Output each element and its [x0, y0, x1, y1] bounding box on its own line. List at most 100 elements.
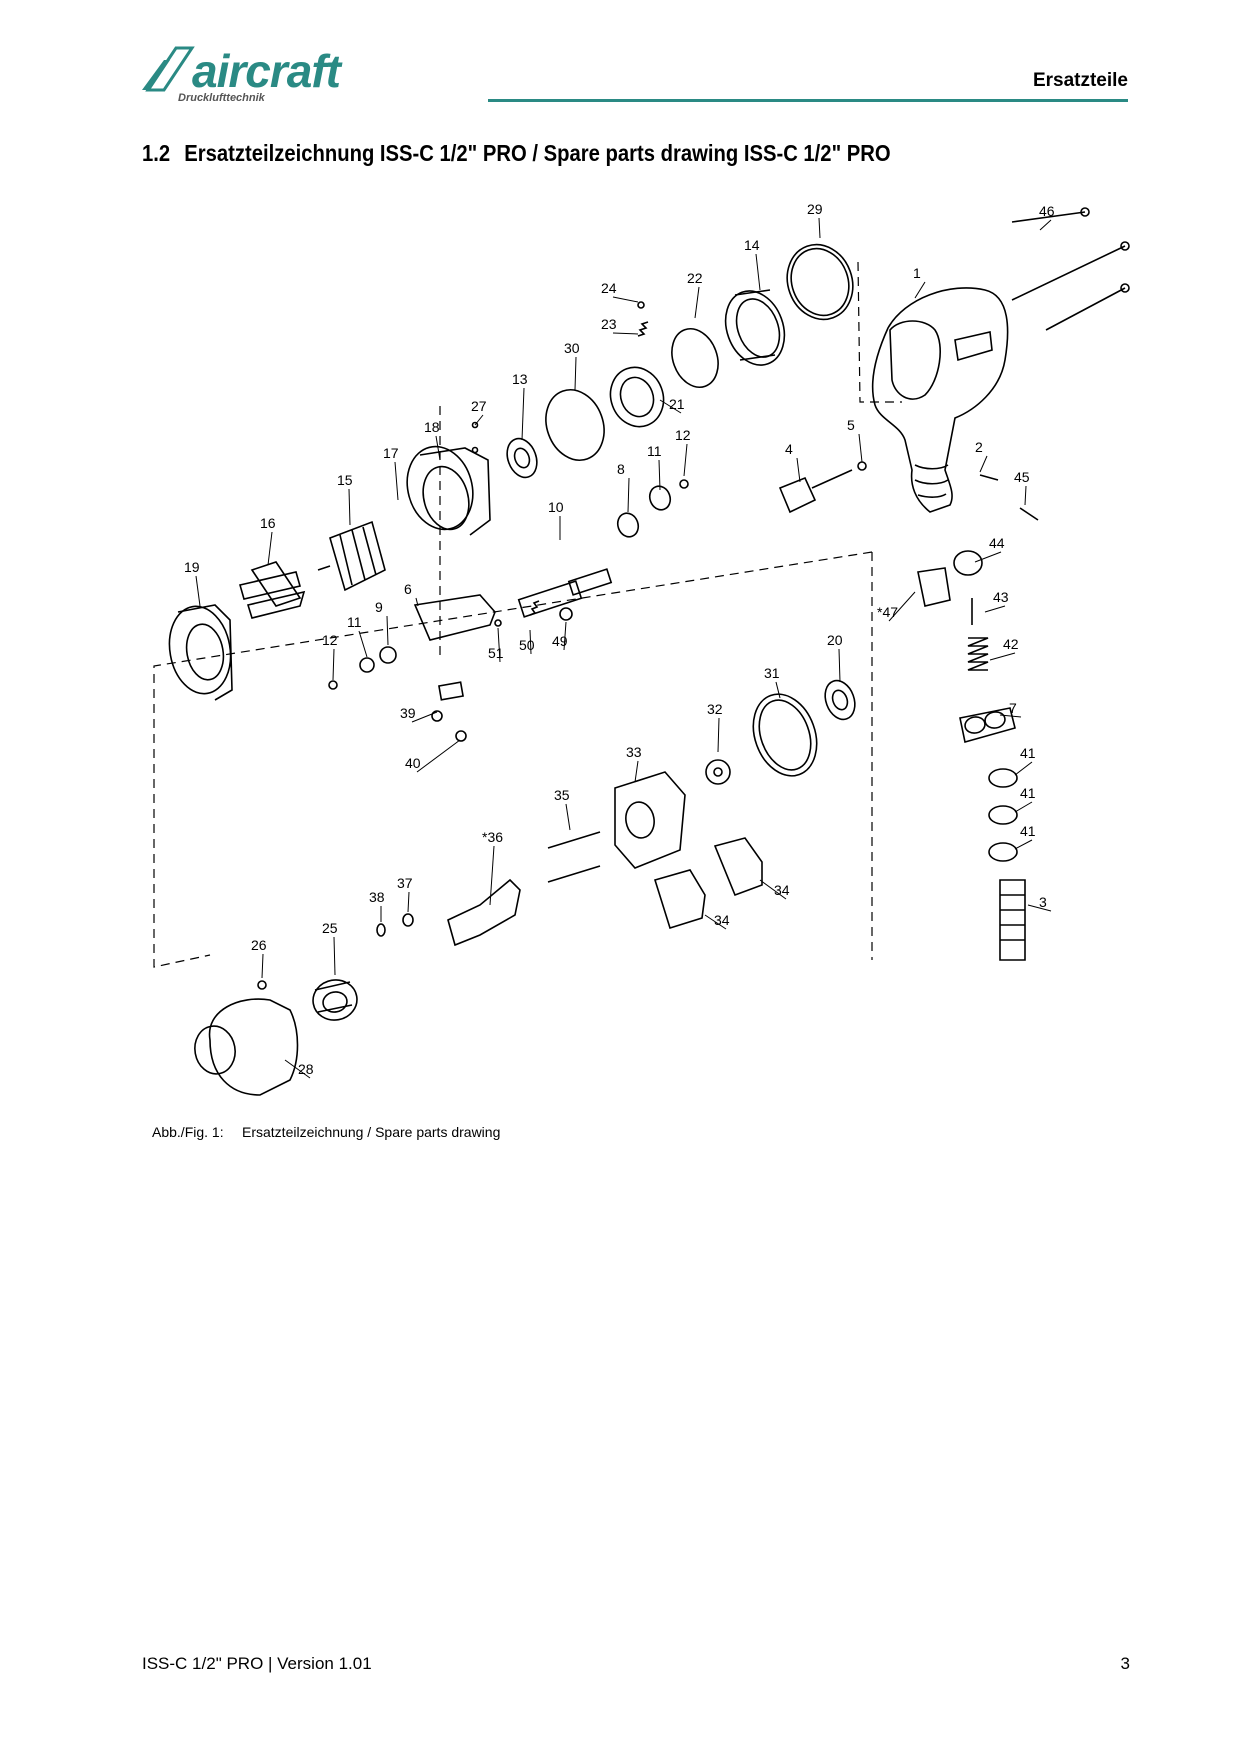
part-callout-label: 34	[774, 882, 790, 898]
leader-line	[195, 575, 201, 607]
leader-line	[704, 914, 727, 930]
leader-line	[407, 891, 410, 913]
pin-part	[1019, 507, 1039, 521]
leader-line	[394, 461, 399, 501]
leader-line	[415, 597, 419, 607]
part-callout-label: 39	[400, 705, 416, 721]
bolt-head	[1120, 241, 1130, 251]
leader-line	[612, 332, 639, 335]
bearing-inner	[513, 447, 531, 469]
part-callout-label: 30	[564, 340, 580, 356]
leader-line	[775, 681, 781, 699]
washer-bore	[713, 767, 723, 777]
leader-line	[612, 296, 639, 303]
leader-line	[979, 455, 988, 473]
washer-part	[705, 759, 731, 785]
housing-grip-ribs	[914, 464, 949, 498]
leader-line	[627, 477, 630, 513]
part-callout-label: 11	[647, 443, 662, 459]
part-callout-label: 18	[424, 419, 440, 435]
valve-seat-part	[917, 567, 951, 607]
washer-part	[616, 512, 640, 538]
company-logo: aircraft Drucklufttechnik	[140, 45, 380, 108]
leader-line	[659, 399, 682, 414]
part-callout-label: 15	[337, 472, 353, 488]
part-callout-label: 19	[184, 559, 200, 575]
front-cover-part	[208, 998, 299, 1096]
leader-line	[796, 457, 801, 483]
housing-opening	[889, 320, 941, 400]
screw-part	[328, 680, 338, 690]
part-callout-label: 26	[251, 937, 267, 953]
leader-line	[332, 648, 335, 681]
leader-line	[521, 387, 525, 441]
part-callout-label: 51	[488, 645, 504, 661]
valve-spool-part	[567, 568, 613, 596]
o-ring-small-part	[376, 923, 386, 937]
part-callout-label: 40	[405, 755, 421, 771]
leader-line	[411, 711, 438, 723]
hammer-part	[713, 837, 763, 897]
part-callout-label: 46	[1039, 203, 1055, 219]
front-end-plate-bore	[185, 623, 225, 681]
leader-line	[261, 953, 264, 979]
vane-part	[238, 571, 302, 600]
leader-line	[358, 630, 368, 658]
part-callout-label: 5	[847, 417, 855, 433]
bearing-part	[824, 679, 856, 721]
plate-part	[438, 681, 464, 701]
part-callout-label: 49	[552, 633, 568, 649]
hammer-cage-part	[614, 771, 686, 869]
housing-part	[871, 287, 1009, 513]
logo-subtitle: Drucklufttechnik	[178, 92, 265, 104]
part-callout-label: 41	[1020, 823, 1036, 839]
part-callout-label: 28	[298, 1061, 314, 1077]
leader-line	[574, 356, 577, 391]
gasket-part	[786, 243, 854, 321]
leader-line	[333, 936, 336, 976]
part-callout-label: 29	[807, 201, 823, 217]
leader-line	[634, 760, 639, 783]
bushing-bore	[322, 991, 348, 1013]
hammer-part	[653, 869, 706, 930]
rotor-cylinder-part	[406, 445, 474, 531]
part-callout-label: 23	[601, 316, 617, 332]
regulator-part	[959, 707, 1016, 744]
leader-line	[755, 253, 761, 291]
part-callout-label: 11	[347, 614, 362, 630]
gasket-inner	[790, 247, 850, 317]
washer-part	[359, 657, 375, 673]
leader-line	[989, 652, 1016, 661]
end-plate-part	[609, 366, 665, 428]
part-callout-label: 17	[383, 445, 399, 461]
bearing-inner	[831, 689, 849, 711]
spring-part	[529, 600, 540, 616]
part-callout-label: 16	[260, 515, 276, 531]
hammer-cage-bore	[625, 801, 655, 839]
leader-line	[999, 714, 1022, 718]
bolt-head	[1120, 283, 1130, 293]
part-callout-label: 41	[1020, 785, 1036, 801]
spring-part	[967, 637, 989, 671]
part-callout-label: 2	[975, 439, 983, 455]
leader-line	[683, 443, 688, 477]
anvil-part	[447, 878, 521, 947]
footer-page-number: 3	[1120, 1654, 1130, 1673]
footer-document: ISS-C 1/2" PRO | Version 1.01	[142, 1654, 372, 1673]
leader-line	[717, 717, 720, 753]
part-callout-label: 27	[471, 398, 487, 414]
rotor-part	[329, 520, 386, 592]
leader-line	[1024, 485, 1027, 506]
part-callout-label: 24	[601, 280, 617, 296]
part-callout-label: 44	[989, 535, 1005, 551]
part-callout-label: 38	[369, 889, 385, 905]
part-callout-label: 33	[626, 744, 642, 760]
leader-line	[759, 879, 787, 900]
part-callout-label: *36	[482, 829, 503, 845]
screw-part	[431, 710, 443, 722]
bolt-part	[1011, 245, 1126, 301]
screw-part	[257, 980, 267, 990]
leader-line	[858, 433, 863, 463]
leader-line	[818, 217, 821, 239]
